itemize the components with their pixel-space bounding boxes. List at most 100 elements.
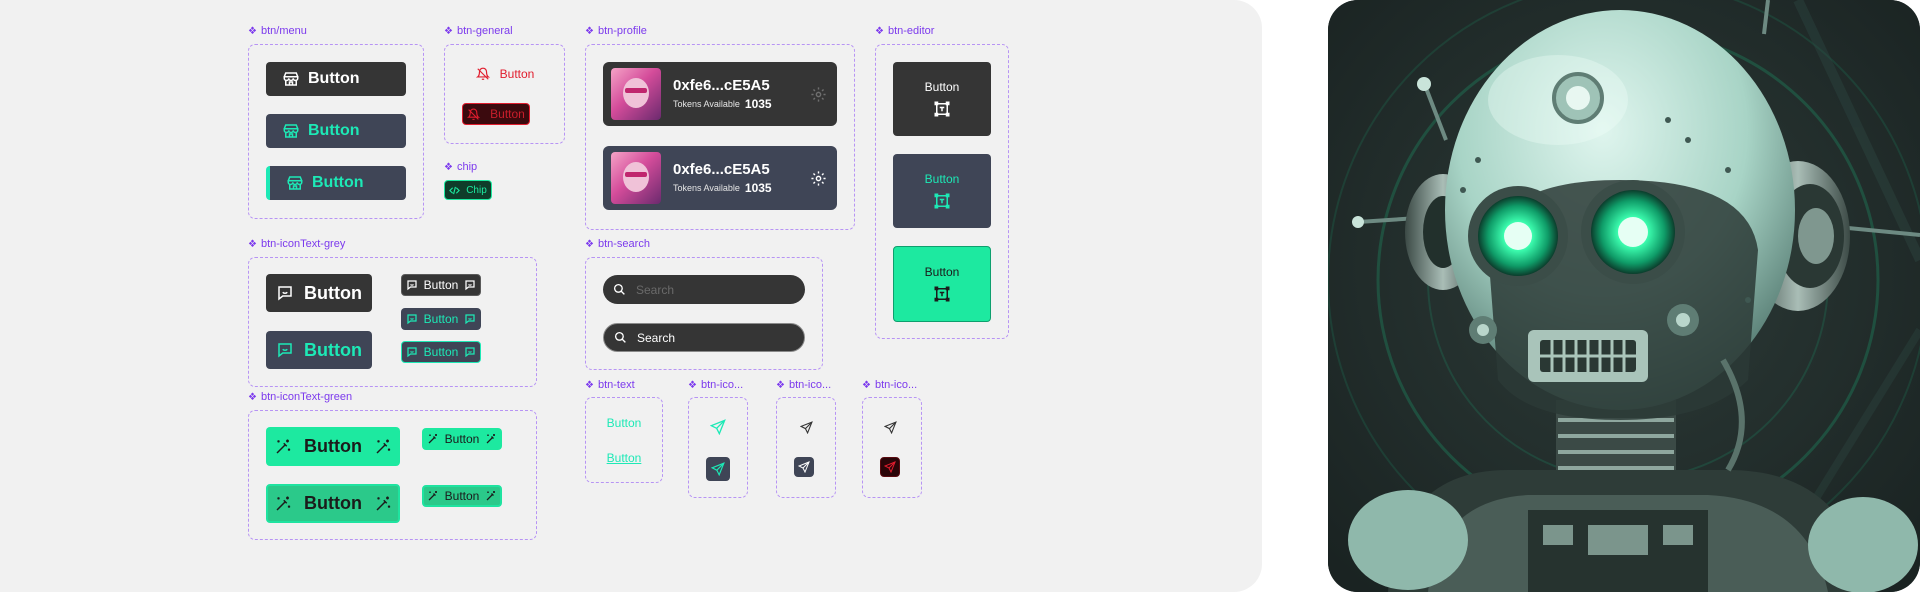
code-icon	[449, 185, 461, 196]
message-icon	[406, 279, 418, 291]
icontext-grey-large-dark[interactable]: Button	[266, 274, 372, 312]
icontext-green-small-active[interactable]: Button	[422, 485, 502, 507]
avatar	[611, 68, 661, 120]
magic-wand-icon	[274, 495, 292, 513]
section-label-btn-general: ❖btn-general	[444, 25, 513, 37]
section-label-btn-text: ❖btn-text	[585, 379, 635, 391]
general-button-filled[interactable]: Button	[462, 103, 530, 125]
message-icon	[406, 346, 418, 358]
search-value: Search	[637, 330, 676, 345]
editor-button-green[interactable]: Button	[893, 246, 991, 322]
message-icon	[464, 313, 476, 325]
magic-wand-icon	[485, 433, 497, 445]
send-icon	[883, 420, 897, 434]
frame-btn-ico-1	[688, 397, 748, 498]
tokens-value: 1035	[744, 181, 772, 195]
section-label-btn-icontext-green: ❖btn-iconText-green	[248, 391, 353, 403]
gear-icon[interactable]	[810, 86, 827, 103]
gear-icon[interactable]	[810, 170, 827, 187]
component-icon: ❖	[688, 380, 697, 391]
robot-illustration	[1328, 0, 1920, 592]
text-button-underlined[interactable]: Button	[606, 451, 642, 465]
profile-button-dark[interactable]: 0xfe6...cE5A5 Tokens Available 1035	[603, 62, 837, 126]
frame-btn-general	[444, 44, 565, 144]
search-icon	[613, 283, 626, 296]
magic-wand-icon	[427, 490, 439, 502]
editor-button-dark[interactable]: Button	[893, 62, 991, 136]
magic-wand-icon	[374, 495, 392, 513]
send-icon-button-slate-white[interactable]	[794, 457, 814, 477]
component-icon: ❖	[585, 239, 594, 250]
section-label-btn-profile: ❖btn-profile	[585, 25, 647, 37]
search-placeholder: Search	[636, 282, 675, 297]
magic-wand-icon	[274, 438, 292, 456]
send-icon	[884, 461, 896, 473]
section-label-btn-ico-2: ❖btn-ico...	[776, 379, 832, 391]
icontext-grey-small-slate-outlined[interactable]: Button	[401, 341, 481, 363]
icontext-green-small[interactable]: Button	[422, 428, 502, 450]
general-button-text[interactable]: Button	[462, 63, 548, 85]
magic-wand-icon	[374, 438, 392, 456]
component-icon: ❖	[875, 26, 884, 37]
no-bell-icon	[467, 108, 481, 121]
robot-artwork	[1328, 0, 1920, 592]
icontext-grey-small-dark[interactable]: Button	[401, 274, 481, 296]
frame-btn-icontext-green	[248, 410, 537, 540]
search-input-filled[interactable]: Search	[603, 323, 805, 352]
frame-btn-editor	[875, 44, 1009, 339]
profile-button-slate[interactable]: 0xfe6...cE5A5 Tokens Available 1035	[603, 146, 837, 210]
icontext-grey-small-slate[interactable]: Button	[401, 308, 481, 330]
send-icon-button-plain-danger[interactable]	[878, 415, 902, 439]
frame-btn-icontext-grey	[248, 257, 537, 387]
component-icon: ❖	[776, 380, 785, 391]
message-icon	[276, 284, 294, 302]
message-icon	[406, 313, 418, 325]
search-icon	[614, 331, 627, 344]
text-frame-icon	[933, 192, 951, 210]
chip-code[interactable]: Chip	[444, 180, 492, 200]
component-icon: ❖	[444, 162, 453, 173]
wallet-address: 0xfe6...cE5A5	[673, 161, 770, 178]
section-label-btn-menu: ❖btn/menu	[248, 25, 307, 37]
section-label-btn-editor: ❖btn-editor	[875, 25, 935, 37]
component-icon: ❖	[248, 392, 257, 403]
section-label-btn-ico-1: ❖btn-ico...	[688, 379, 744, 391]
frame-btn-profile	[585, 44, 855, 230]
tokens-label: Tokens Available	[673, 99, 740, 109]
component-icon: ❖	[248, 239, 257, 250]
menu-button-dark[interactable]: Button	[266, 62, 406, 96]
section-label-btn-ico-3: ❖btn-ico...	[862, 379, 918, 391]
editor-button-slate[interactable]: Button	[893, 154, 991, 228]
send-icon-button-danger[interactable]	[880, 457, 900, 477]
section-label-btn-search: ❖btn-search	[585, 238, 650, 250]
icontext-green-large-active[interactable]: Button	[266, 484, 400, 523]
icontext-grey-large-slate[interactable]: Button	[266, 331, 372, 369]
component-icon: ❖	[444, 26, 453, 37]
message-icon	[464, 279, 476, 291]
store-icon	[282, 122, 300, 140]
menu-button-slate[interactable]: Button	[266, 114, 406, 148]
section-label-btn-icontext-grey: ❖btn-iconText-grey	[248, 238, 346, 250]
frame-btn-ico-2	[776, 397, 836, 498]
frame-btn-search	[585, 257, 823, 370]
message-icon	[464, 346, 476, 358]
send-icon-button-slate[interactable]	[706, 457, 730, 481]
menu-button-slate-active[interactable]: Button	[266, 166, 406, 200]
component-icon: ❖	[862, 380, 871, 391]
send-icon	[710, 419, 726, 435]
component-icon: ❖	[248, 26, 257, 37]
components-panel: ❖btn/menu Button Button Button ❖btn-gene…	[0, 0, 1262, 592]
search-input-empty[interactable]: Search	[603, 275, 805, 304]
frame-btn-menu	[248, 44, 424, 219]
icontext-green-large[interactable]: Button	[266, 427, 400, 466]
store-icon	[286, 174, 304, 192]
component-icon: ❖	[585, 26, 594, 37]
magic-wand-icon	[485, 490, 497, 502]
send-icon	[711, 462, 725, 476]
magic-wand-icon	[427, 433, 439, 445]
component-icon: ❖	[585, 380, 594, 391]
text-button[interactable]: Button	[606, 416, 642, 430]
tokens-value: 1035	[744, 97, 772, 111]
send-icon-button-plain-dark[interactable]	[794, 415, 818, 439]
send-icon-button-plain[interactable]	[706, 415, 730, 439]
